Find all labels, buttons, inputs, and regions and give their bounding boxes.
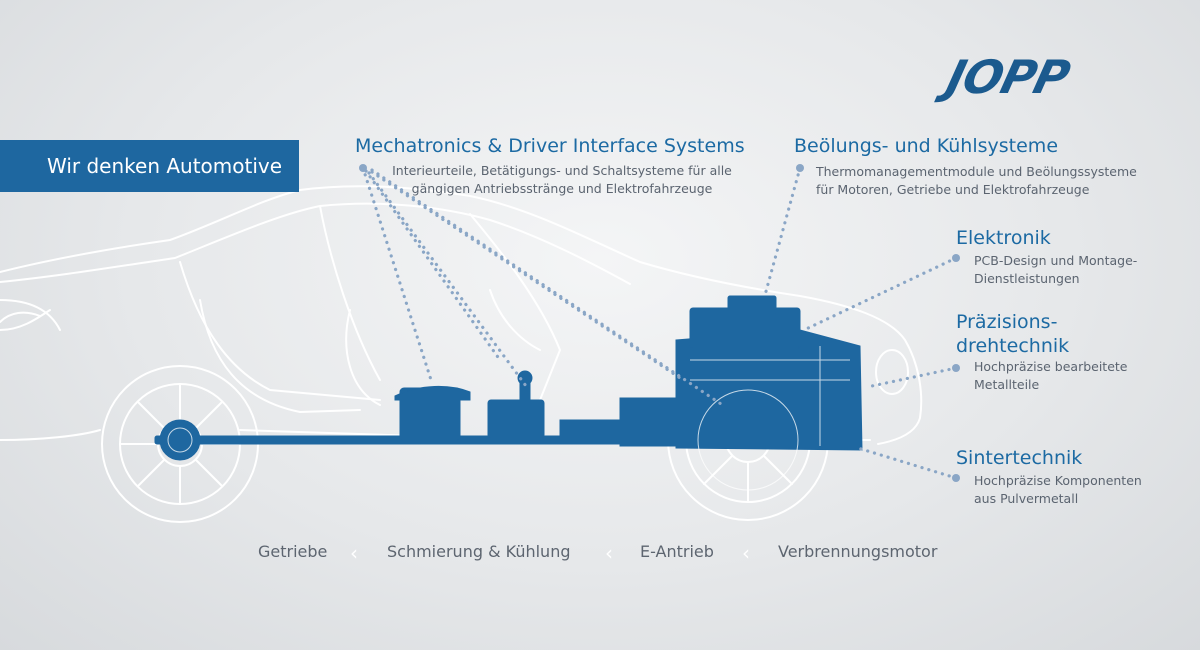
- callout-sinter-desc: Hochpräzise Komponenten aus Pulvermetall: [974, 472, 1142, 508]
- desc-line: PCB-Design und Montage-: [974, 253, 1138, 268]
- chevron-left-icon: ‹: [350, 541, 358, 565]
- nav-item-verbrennungsmotor[interactable]: Verbrennungsmotor: [778, 542, 938, 561]
- bottom-nav: Getriebe ‹ Schmierung & Kühlung ‹ E-Antr…: [0, 542, 1200, 566]
- title-line: drehtechnik: [956, 335, 1070, 357]
- callout-electronics-title: Elektronik: [956, 227, 1051, 249]
- nav-item-getriebe[interactable]: Getriebe: [258, 542, 328, 561]
- callout-sinter-title: Sintertechnik: [956, 447, 1083, 469]
- callout-mechatronics-title: Mechatronics & Driver Interface Systems: [355, 135, 745, 157]
- callout-mechatronics-desc: Interieurteile, Betätigungs- und Schalts…: [392, 162, 732, 198]
- callout-oiling-title: Beölungs- und Kühlsysteme: [794, 135, 1059, 157]
- desc-line: Interieurteile, Betätigungs- und Schalts…: [392, 163, 732, 178]
- desc-line: für Motoren, Getriebe und Elektrofahrzeu…: [816, 182, 1090, 197]
- tagline-text: Wir denken Automotive: [47, 154, 283, 178]
- drivetrain-parts: [154, 295, 863, 461]
- leader-dots: [359, 164, 960, 482]
- chevron-left-icon: ‹: [605, 541, 613, 565]
- callout-electronics-desc: PCB-Design und Montage- Dienstleistungen: [974, 252, 1137, 288]
- desc-line: aus Pulvermetall: [974, 491, 1079, 506]
- nav-item-schmierung-kuehlung[interactable]: Schmierung & Kühlung: [387, 542, 571, 561]
- desc-line: Hochpräzise Komponenten: [974, 473, 1142, 488]
- desc-line: Hochpräzise bearbeitete: [974, 359, 1128, 374]
- tagline-banner: Wir denken Automotive: [0, 140, 299, 192]
- callout-turning-desc: Hochpräzise bearbeitete Metallteile: [974, 358, 1128, 394]
- desc-line: Dienstleistungen: [974, 271, 1080, 286]
- desc-line: Thermomanagementmodule und Beölungssyste…: [816, 164, 1137, 179]
- title-line: Präzisions-: [956, 311, 1058, 333]
- desc-line: Metallteile: [974, 377, 1040, 392]
- jopp-logo: JOPP: [941, 50, 1075, 104]
- chevron-left-icon: ‹: [742, 541, 750, 565]
- callout-turning-title: Präzisions- drehtechnik: [956, 310, 1069, 358]
- callout-oiling-desc: Thermomanagementmodule und Beölungssyste…: [816, 163, 1137, 199]
- nav-item-e-antrieb[interactable]: E-Antrieb: [640, 542, 714, 561]
- desc-line: gängigen Antriebsstränge und Elektrofahr…: [411, 181, 713, 196]
- leader-lines: [361, 166, 958, 480]
